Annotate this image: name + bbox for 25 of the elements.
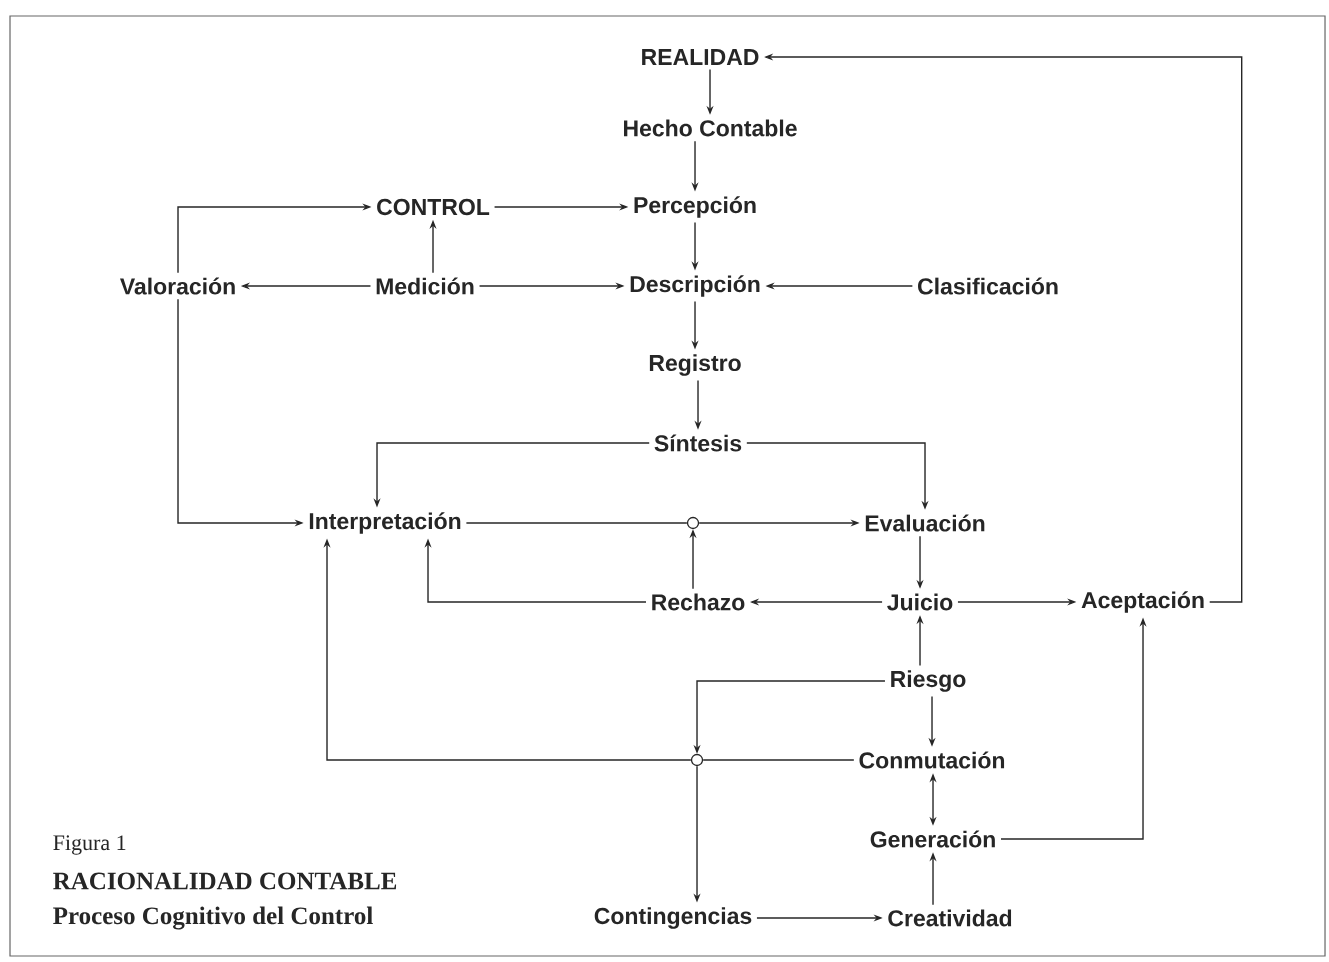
step-label: Descripción bbox=[630, 275, 760, 297]
step-label: Creatividad bbox=[888, 909, 1012, 927]
step-label: Valoración bbox=[120, 277, 235, 295]
step-label: Conmutación bbox=[859, 751, 1005, 769]
step-label: Medición bbox=[376, 277, 474, 295]
caption-text: RACIONALIDAD CONTABLE bbox=[53, 872, 397, 890]
step-label: Percepción bbox=[634, 196, 756, 218]
step-label: Juicio bbox=[887, 593, 953, 611]
step-label: Aceptación bbox=[1081, 591, 1204, 613]
step-label: CONTROL bbox=[377, 198, 490, 216]
caption-text: Proceso Cognitivo del Control bbox=[53, 906, 373, 930]
step-label: Rechazo bbox=[652, 593, 745, 611]
step-label: REALIDAD bbox=[642, 49, 759, 65]
step-label: Generación bbox=[870, 830, 995, 848]
step-label: Registro bbox=[649, 354, 741, 376]
connector-line bbox=[702, 759, 855, 761]
step-label: Clasificación bbox=[918, 277, 1058, 295]
step-label: Interpretación bbox=[309, 512, 461, 534]
step-label: Riesgo bbox=[891, 670, 966, 692]
step-label: Contingencias bbox=[594, 907, 752, 929]
step-label: Evaluación bbox=[865, 514, 985, 532]
step-label: Síntesis bbox=[654, 434, 742, 452]
connector-line bbox=[465, 522, 688, 524]
caption-text: Figura 1 bbox=[53, 835, 126, 855]
step-label: Hecho Contable bbox=[624, 119, 797, 137]
